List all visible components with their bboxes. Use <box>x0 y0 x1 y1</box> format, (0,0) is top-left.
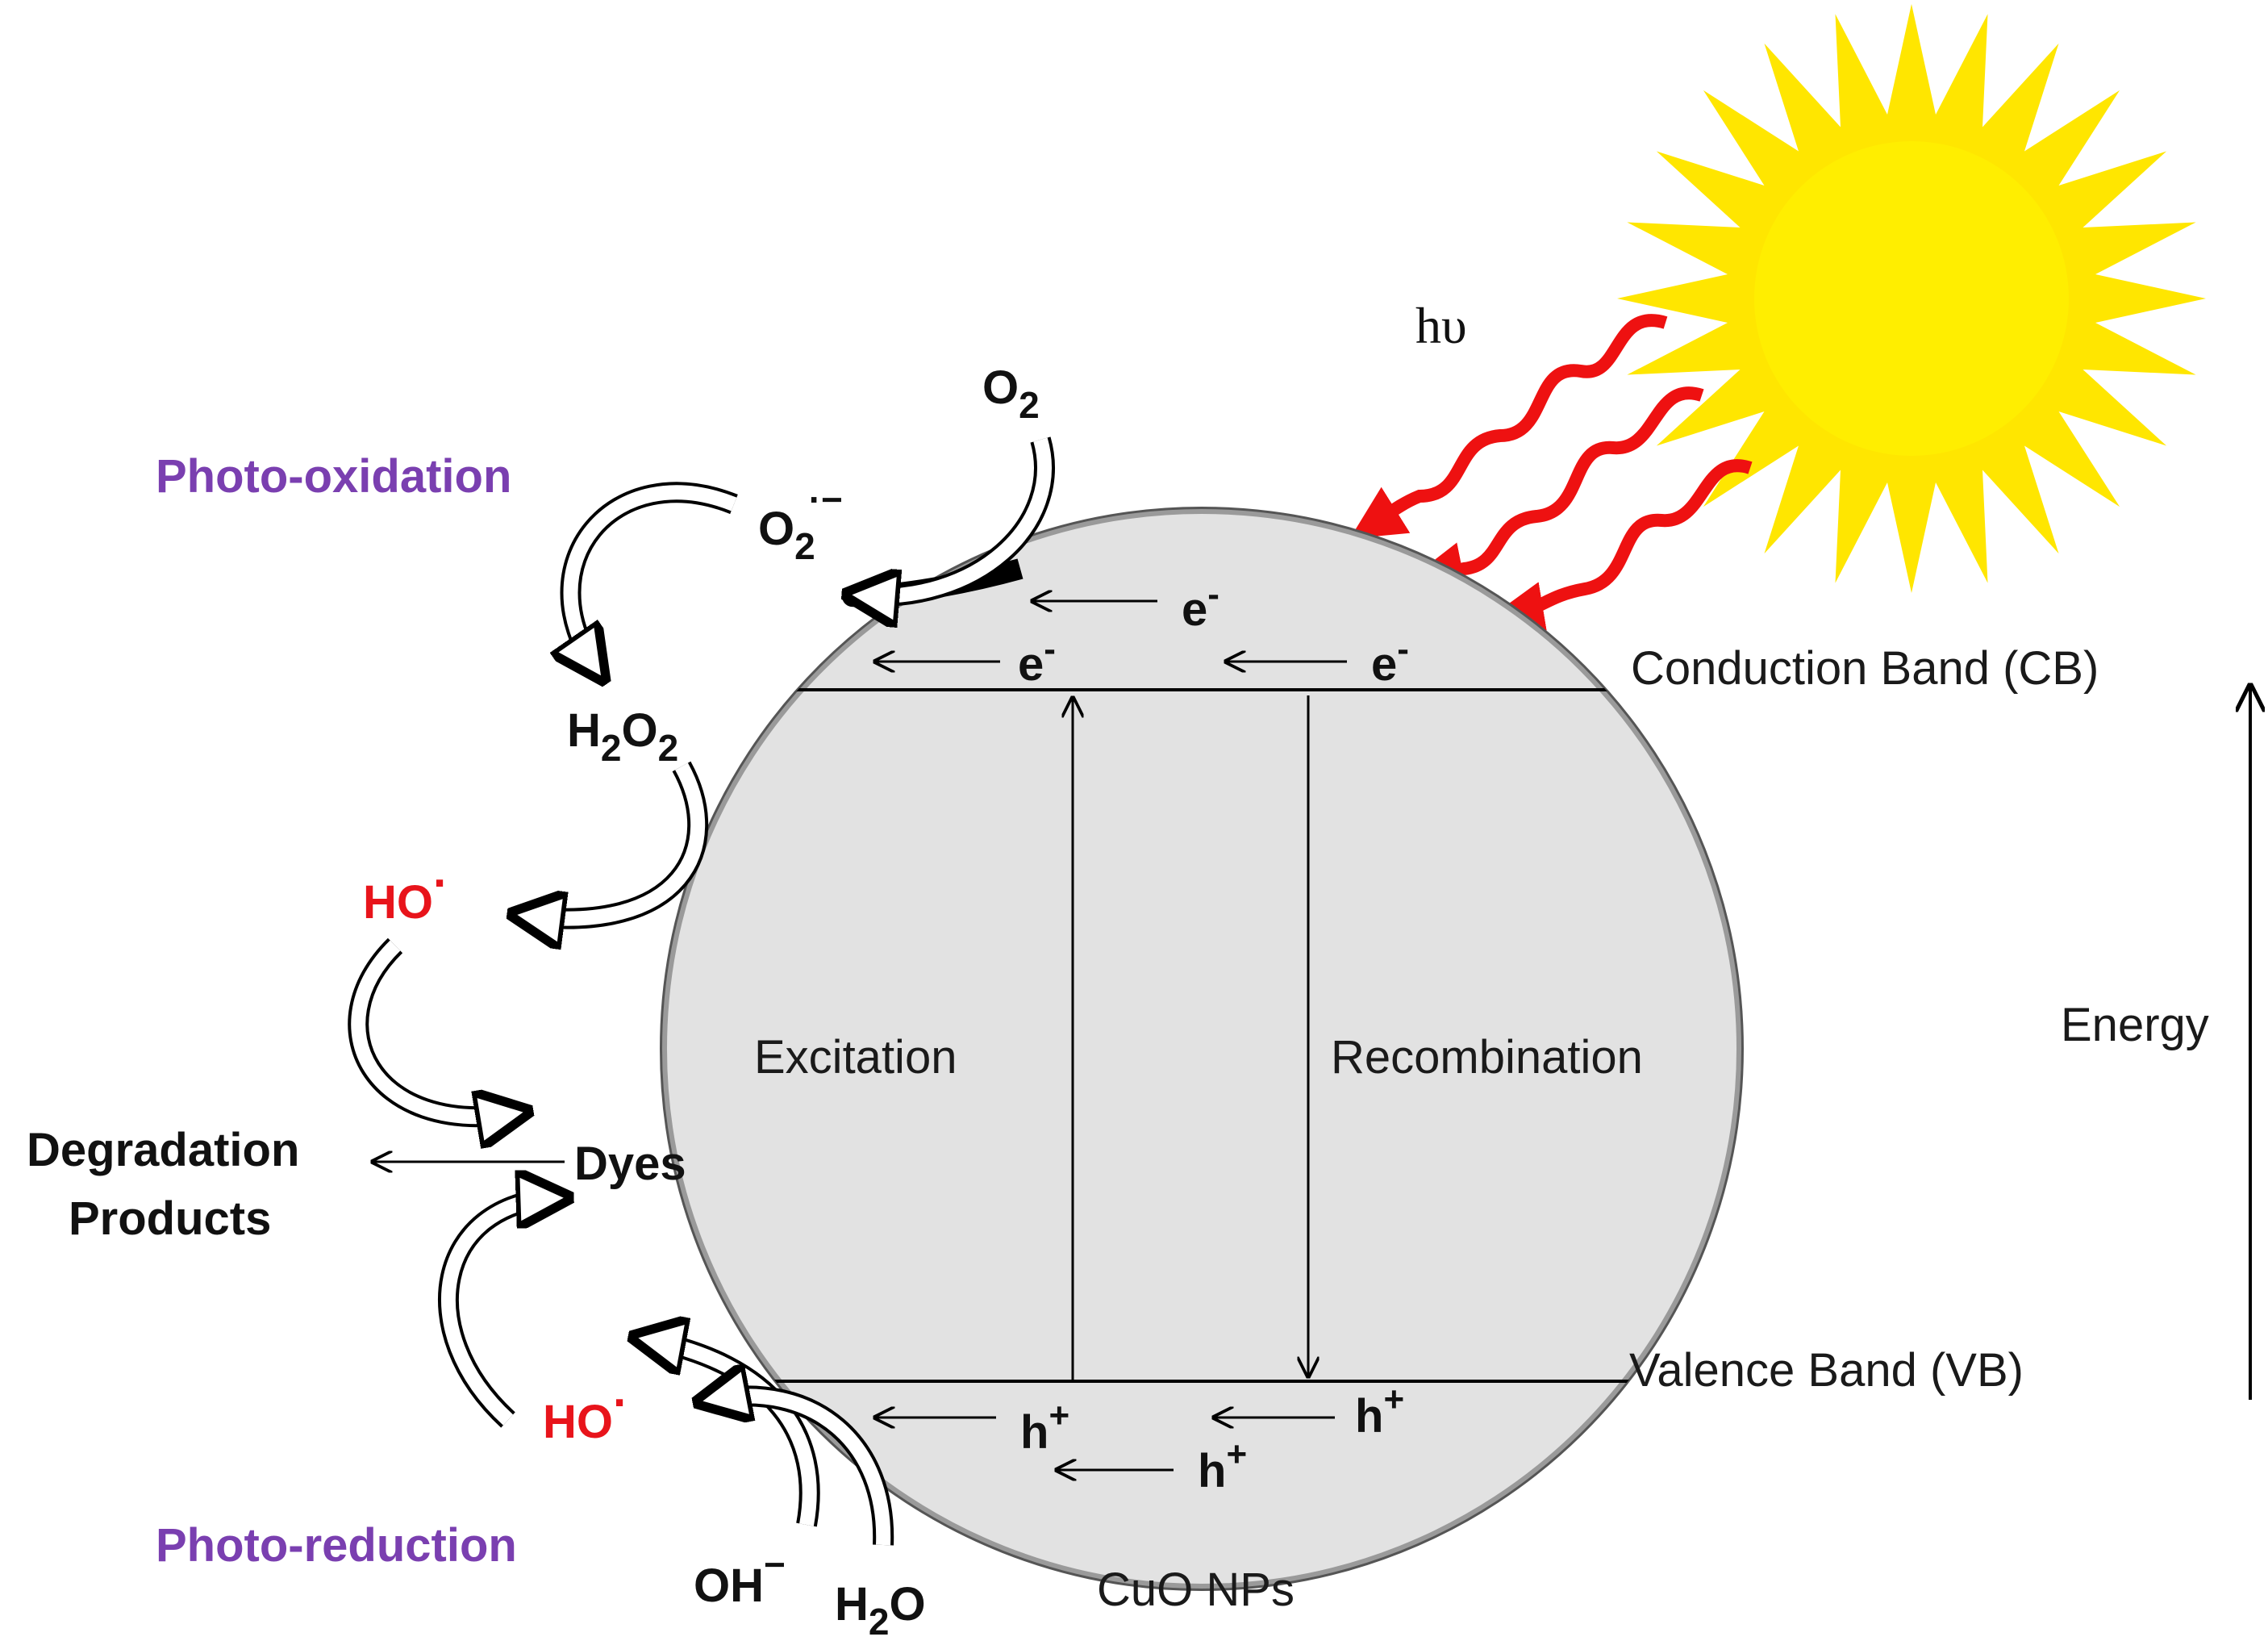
electron-symbol: e <box>1371 638 1397 691</box>
hydroxyl-symbol: HO <box>543 1396 613 1448</box>
hole-symbol: h <box>1355 1390 1383 1443</box>
water-sub: 2 <box>869 1601 890 1641</box>
photo-oxidation-title: Photo-oxidation <box>156 450 511 503</box>
oxygen-label: O2 <box>982 361 1040 426</box>
energy-label: Energy <box>2061 999 2209 1051</box>
hydroxide-symbol: OH <box>694 1560 764 1612</box>
excitation-label: Excitation <box>754 1031 957 1084</box>
hydroxide-label: OH− <box>694 1543 786 1612</box>
electron-arrow: e- <box>1226 629 1409 691</box>
svg-text:h+: h+ <box>1198 1434 1247 1497</box>
degradation-products-line2: Products <box>69 1192 271 1245</box>
sun-icon <box>1617 4 2206 593</box>
water-label: H2O <box>835 1578 926 1641</box>
electron-charge: - <box>1207 574 1219 614</box>
h2o2-h: H <box>567 704 601 757</box>
photon-wave-arrow <box>1409 386 1704 596</box>
dyes-label: Dyes <box>574 1138 686 1190</box>
superoxide-charge: ·− <box>809 478 843 520</box>
electron-charge: - <box>1044 629 1056 669</box>
hydrogen-peroxide-label: H2O2 <box>567 704 678 769</box>
hole-arrow: h+ <box>875 1396 1069 1459</box>
hydroxide-charge: − <box>764 1543 786 1585</box>
svg-text:e-: e- <box>1018 629 1056 691</box>
hole-charge: + <box>1383 1380 1404 1419</box>
photon-wave-arrow <box>1349 314 1668 539</box>
oxygen-subscript: 2 <box>1019 384 1040 426</box>
superoxide-label: O2 ·− <box>758 478 843 567</box>
hydroxyl-symbol: HO <box>363 876 433 929</box>
electron-charge: - <box>1397 629 1409 669</box>
water-o: O <box>889 1578 925 1631</box>
valence-band-label: Valence Band (VB) <box>1629 1344 2024 1397</box>
electron-arrow: e- <box>875 629 1056 691</box>
radical-dot: · <box>433 857 448 909</box>
degradation-products-line1: Degradation <box>27 1124 299 1176</box>
electron-arrow: e- <box>1032 574 1219 636</box>
svg-text:e-: e- <box>1182 574 1219 636</box>
h2o2-o: O <box>621 704 657 757</box>
cuo-particle <box>660 507 1744 1591</box>
water-h: H <box>835 1578 869 1631</box>
hydroxyl-radical-oxidation: HO· <box>363 857 448 929</box>
oxygen-symbol: O <box>982 361 1019 414</box>
particle-label: CuO NPs <box>1097 1564 1295 1616</box>
superoxide-symbol: O <box>758 503 794 555</box>
curved-reaction-arrows <box>348 436 1055 1546</box>
recombination-label: Recombination <box>1331 1031 1643 1084</box>
superoxide-subscript: 2 <box>794 525 815 567</box>
curved-reaction-arrow <box>523 761 709 929</box>
svg-text:h+: h+ <box>1020 1396 1069 1459</box>
radical-dot: · <box>613 1376 628 1429</box>
photon-wave-arrow <box>1489 459 1753 636</box>
hole-arrow: h+ <box>1057 1434 1247 1497</box>
h2o2-sub1: 2 <box>601 727 622 769</box>
hole-charge: + <box>1049 1396 1069 1435</box>
photon-energy-label: hυ <box>1415 297 1467 354</box>
hole-symbol: h <box>1020 1406 1049 1459</box>
h2o2-sub2: 2 <box>658 727 679 769</box>
photon-wave-arrows <box>1349 314 1753 636</box>
hole-arrow: h+ <box>1214 1380 1404 1443</box>
sun-core <box>1754 141 2069 456</box>
hole-symbol: h <box>1198 1445 1226 1497</box>
hydroxyl-radical-reduction: HO· <box>543 1376 628 1448</box>
svg-text:h+: h+ <box>1355 1380 1404 1443</box>
electron-symbol: e <box>1182 583 1207 636</box>
photo-reduction-title: Photo-reduction <box>156 1519 517 1572</box>
electron-symbol: e <box>1018 638 1044 691</box>
hole-charge: + <box>1226 1434 1247 1474</box>
conduction-band-label: Conduction Band (CB) <box>1631 642 2099 695</box>
svg-text:e-: e- <box>1371 629 1409 691</box>
